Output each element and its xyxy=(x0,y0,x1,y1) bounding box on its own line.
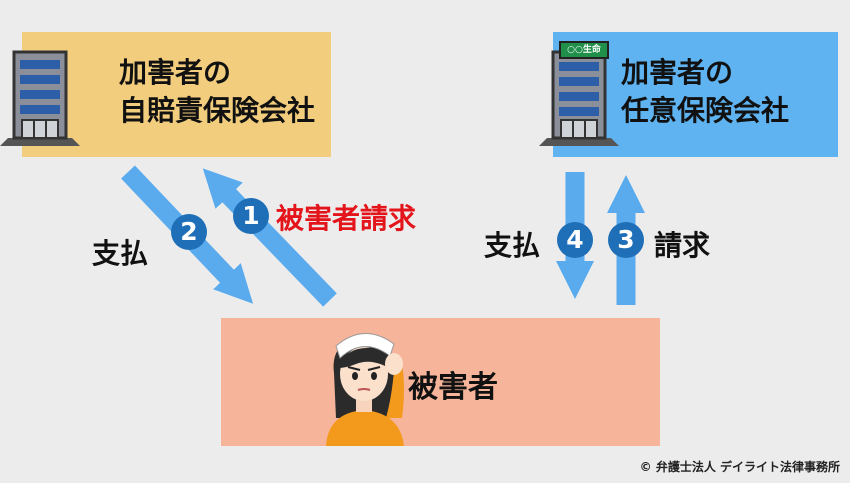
building-icon xyxy=(539,50,619,146)
step2-number-badge: 2 xyxy=(171,214,207,250)
building-icon xyxy=(0,50,80,146)
step3-label: 請求 xyxy=(654,229,711,262)
victim-label: 被害者 xyxy=(408,370,498,405)
step4-label: 支払 xyxy=(484,229,541,262)
company-sign: ○○生命 xyxy=(559,41,609,59)
left-insurer-line1: 加害者の xyxy=(119,56,232,89)
right-insurer-line1: 加害者の xyxy=(621,56,734,89)
victim-box: 被害者 xyxy=(221,318,660,446)
arrow-step1-claim xyxy=(202,168,337,307)
right-insurer-line2: 任意保険会社 xyxy=(621,94,790,127)
injured-person-icon xyxy=(326,333,404,446)
left-insurer-box: 加害者の 自賠責保険会社 xyxy=(0,32,331,157)
step1-number-badge: 1 xyxy=(233,198,269,234)
left-insurer-title: 加害者の 自賠責保険会社 xyxy=(119,54,315,130)
right-insurer-title: 加害者の 任意保険会社 xyxy=(621,54,789,130)
copyright-credit: © 弁護士法人 デイライト法律事務所 xyxy=(639,460,840,474)
step4-number-badge: 4 xyxy=(557,222,593,258)
step2-label: 支払 xyxy=(92,237,149,270)
step1-label: 被害者請求 xyxy=(276,202,417,235)
left-insurer-line2: 自賠責保険会社 xyxy=(119,94,316,127)
right-insurer-box: ○○生命 加害者の 任意保険会社 xyxy=(539,32,838,157)
step3-number-badge: 3 xyxy=(608,222,644,258)
